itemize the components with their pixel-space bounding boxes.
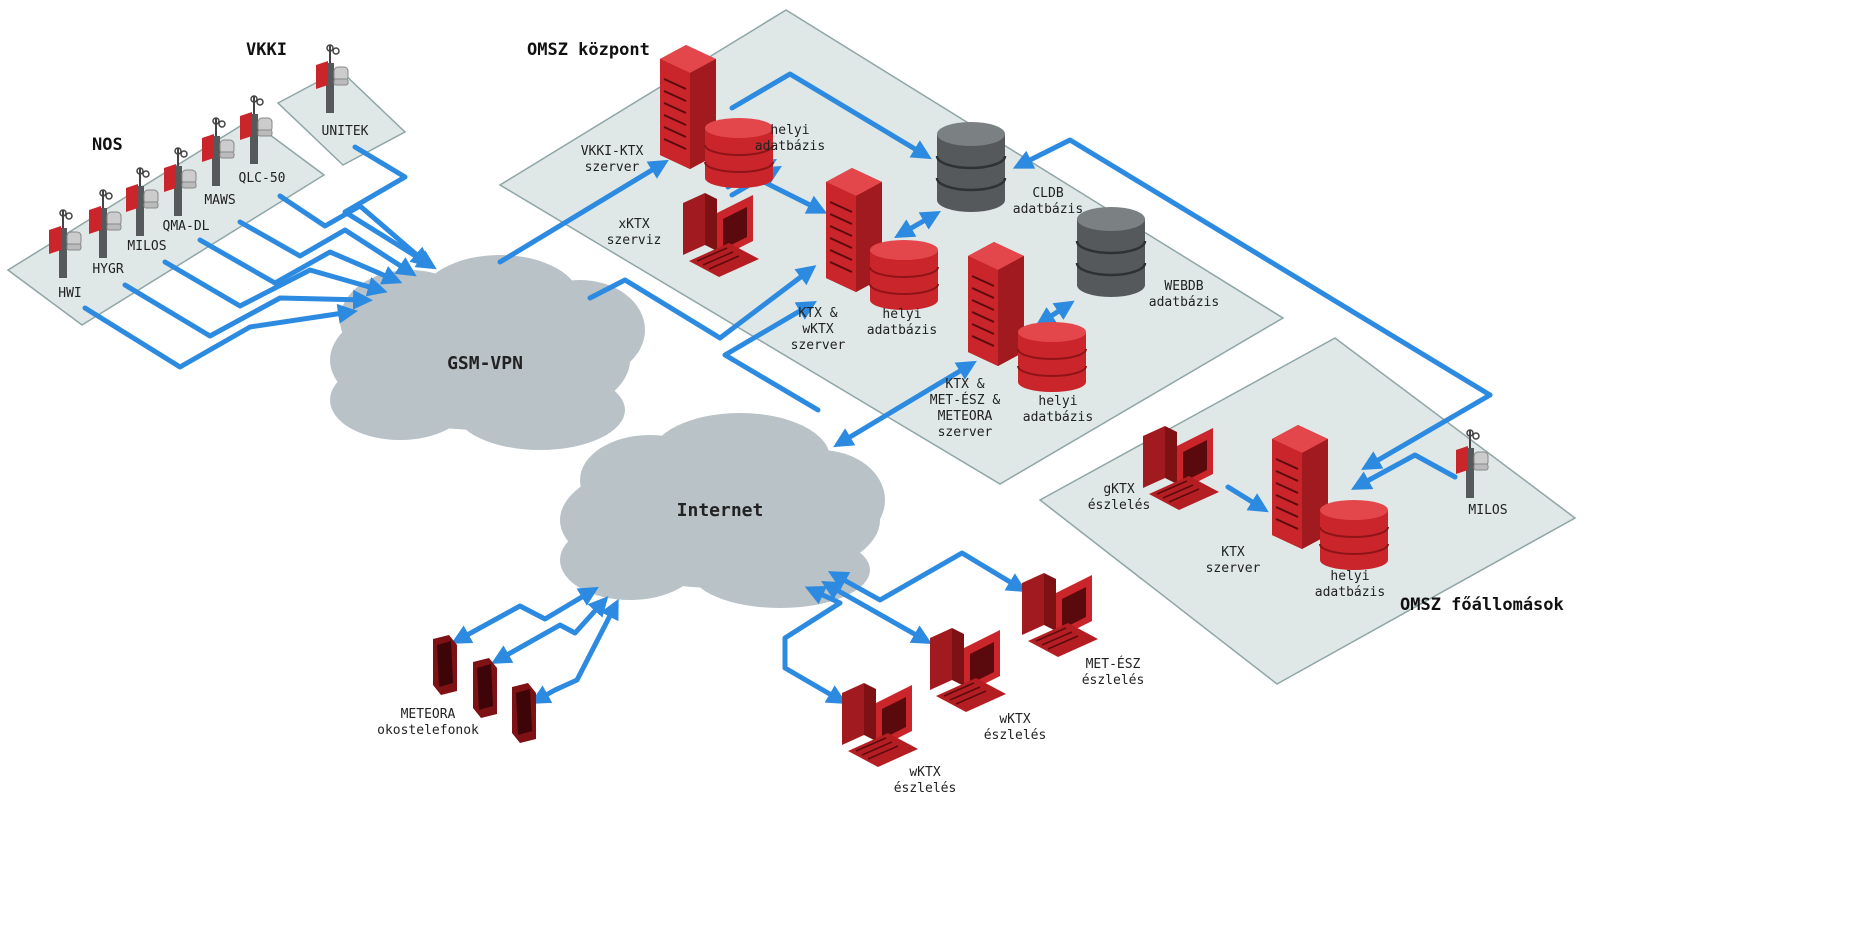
helyi-db-label-1: helyi: [882, 307, 921, 322]
helyi-db-label-2: adatbázis: [1023, 410, 1093, 425]
xktx-label-2: szerviz: [607, 233, 662, 248]
qlc-label: QLC-50: [239, 171, 286, 186]
gsm-vpn-label: GSM-VPN: [447, 353, 523, 374]
milos-station-label: MILOS: [1468, 503, 1507, 518]
hygr-label: HYGR: [92, 262, 123, 277]
wktx-workstation-icon: [929, 627, 1007, 713]
met-esz-label-2: észlelés: [1082, 673, 1145, 688]
cldb-label-1: CLDB: [1032, 186, 1063, 201]
database-icon: [1017, 321, 1087, 393]
gktx-label-2: észlelés: [1088, 498, 1151, 513]
smartphone-icon: [433, 635, 457, 695]
vkki-title: VKKI: [246, 40, 287, 60]
ktx-wktx-label-1: KTX &: [798, 306, 837, 321]
wktx-label-2: észlelés: [894, 781, 957, 796]
internet-label: Internet: [677, 500, 764, 521]
wktx-workstation-icon: [841, 682, 919, 768]
hwi-label: HWI: [58, 286, 81, 301]
smartphone-icon: [512, 683, 536, 743]
ktx-met-label-4: szerver: [938, 425, 993, 440]
omsz-kozpont-title: OMSZ központ: [527, 40, 650, 60]
wktx-label-1: wKTX: [999, 712, 1030, 727]
internet-cloud: [560, 413, 885, 608]
ktx-met-label-1: KTX &: [945, 377, 984, 392]
smartphone-icon: [473, 658, 497, 718]
maws-label: MAWS: [204, 193, 235, 208]
ktx-server-icon: [1271, 424, 1329, 550]
vkki-ktx-label-1: VKKI-KTX: [581, 144, 644, 159]
meteora-label-1: METEORA: [401, 707, 456, 722]
webdb-database-icon: [1075, 205, 1147, 299]
nos-title: NOS: [92, 135, 123, 155]
wktx-label-2: észlelés: [984, 728, 1047, 743]
cldb-label-2: adatbázis: [1013, 202, 1083, 217]
unitek-label: UNITEK: [322, 124, 369, 139]
xktx-label-1: xKTX: [618, 217, 649, 232]
cldb-database-icon: [935, 120, 1007, 214]
ktx-szerver-label-2: szerver: [1206, 561, 1261, 576]
ktx-met-label-2: MET-ÉSZ &: [930, 392, 1001, 408]
webdb-label-1: WEBDB: [1164, 279, 1203, 294]
met-esz-workstation-icon: [1021, 572, 1099, 658]
milos-label: MILOS: [127, 239, 166, 254]
helyi-db-label-1: helyi: [1330, 569, 1369, 584]
wktx-label-1: wKTX: [909, 765, 940, 780]
met-esz-label-1: MET-ÉSZ: [1086, 656, 1141, 672]
meteora-label-2: okostelefonok: [377, 723, 479, 738]
webdb-label-2: adatbázis: [1149, 295, 1219, 310]
vkki-ktx-label-2: szerver: [585, 160, 640, 175]
helyi-db-label-1: helyi: [1038, 394, 1077, 409]
helyi-db-label-1: helyi: [770, 123, 809, 138]
omsz-foallomasok-title: OMSZ főállomások: [1400, 595, 1564, 615]
ktx-met-label-3: METEORA: [938, 409, 993, 424]
database-icon: [869, 239, 939, 311]
helyi-db-label-2: adatbázis: [755, 139, 825, 154]
helyi-db-label-2: adatbázis: [867, 323, 937, 338]
ktx-szerver-label-1: KTX: [1221, 545, 1245, 560]
ktx-wktx-label-2: wKTX: [802, 322, 833, 337]
qma-label: QMA-DL: [163, 219, 210, 234]
helyi-db-label-2: adatbázis: [1315, 585, 1385, 600]
database-icon: [1319, 499, 1389, 571]
ktx-wktx-label-3: szerver: [791, 338, 846, 353]
gktx-label-1: gKTX: [1103, 482, 1134, 497]
ktx-met-server-icon: [967, 241, 1025, 367]
